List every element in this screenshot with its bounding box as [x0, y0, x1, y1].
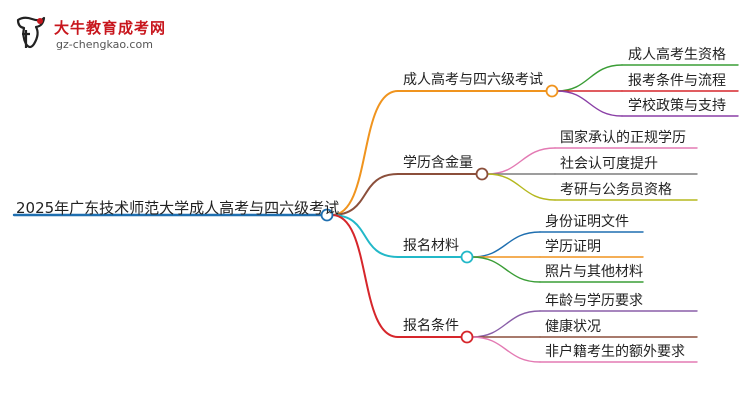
branch-node-label[interactable]: 报名材料	[403, 238, 459, 254]
root-node-dot	[320, 208, 334, 222]
root-node-label[interactable]: 2025年广东技术师范大学成人高考与四六级考试	[16, 199, 340, 217]
branch-node-dot	[460, 330, 474, 344]
leaf-edge	[471, 231, 541, 258]
logo-title: 大牛教育成考网	[54, 19, 167, 37]
leaf-edge	[471, 310, 541, 338]
leaf-node-label[interactable]: 非户籍考生的额外要求	[545, 344, 685, 360]
leaf-node-label[interactable]: 报考条件与流程	[628, 73, 726, 89]
branch-edge	[331, 173, 399, 216]
branch-node-label[interactable]: 成人高考与四六级考试	[403, 72, 543, 88]
leaf-node-label[interactable]: 学历证明	[545, 239, 601, 255]
leaf-node-label[interactable]: 社会认可度提升	[560, 156, 658, 172]
branch-edge	[331, 90, 399, 216]
leaf-node-label[interactable]: 国家承认的正规学历	[560, 130, 686, 146]
bull-logo-icon	[16, 16, 46, 49]
leaf-edge	[471, 256, 541, 283]
branch-node-label[interactable]: 学历含金量	[403, 155, 473, 171]
logo-url: gz-chengkao.com	[56, 38, 153, 51]
branch-edge	[331, 214, 399, 338]
leaf-edge	[486, 173, 556, 201]
leaf-node-label[interactable]: 照片与其他材料	[545, 264, 643, 280]
leaf-node-label[interactable]: 身份证明文件	[545, 214, 629, 230]
site-logo[interactable]: 大牛教育成考网 gz-chengkao.com	[10, 14, 170, 56]
leaf-node-label[interactable]: 健康状况	[545, 319, 601, 335]
mindmap-nodes	[320, 84, 559, 344]
leaf-edge	[471, 336, 541, 363]
mindmap-edges	[12, 64, 739, 363]
leaf-node-label[interactable]: 成人高考生资格	[628, 47, 726, 63]
branch-node-dot	[460, 250, 474, 264]
leaf-edge	[486, 147, 556, 175]
leaf-node-label[interactable]: 考研与公务员资格	[560, 182, 672, 198]
branch-node-label[interactable]: 报名条件	[403, 318, 459, 334]
leaf-edge	[556, 64, 623, 92]
leaf-node-label[interactable]: 年龄与学历要求	[545, 293, 643, 309]
leaf-edge	[556, 90, 623, 117]
branch-edge	[331, 214, 399, 258]
leaf-node-label[interactable]: 学校政策与支持	[628, 98, 726, 114]
branch-node-dot	[545, 84, 559, 98]
branch-node-dot	[475, 167, 489, 181]
